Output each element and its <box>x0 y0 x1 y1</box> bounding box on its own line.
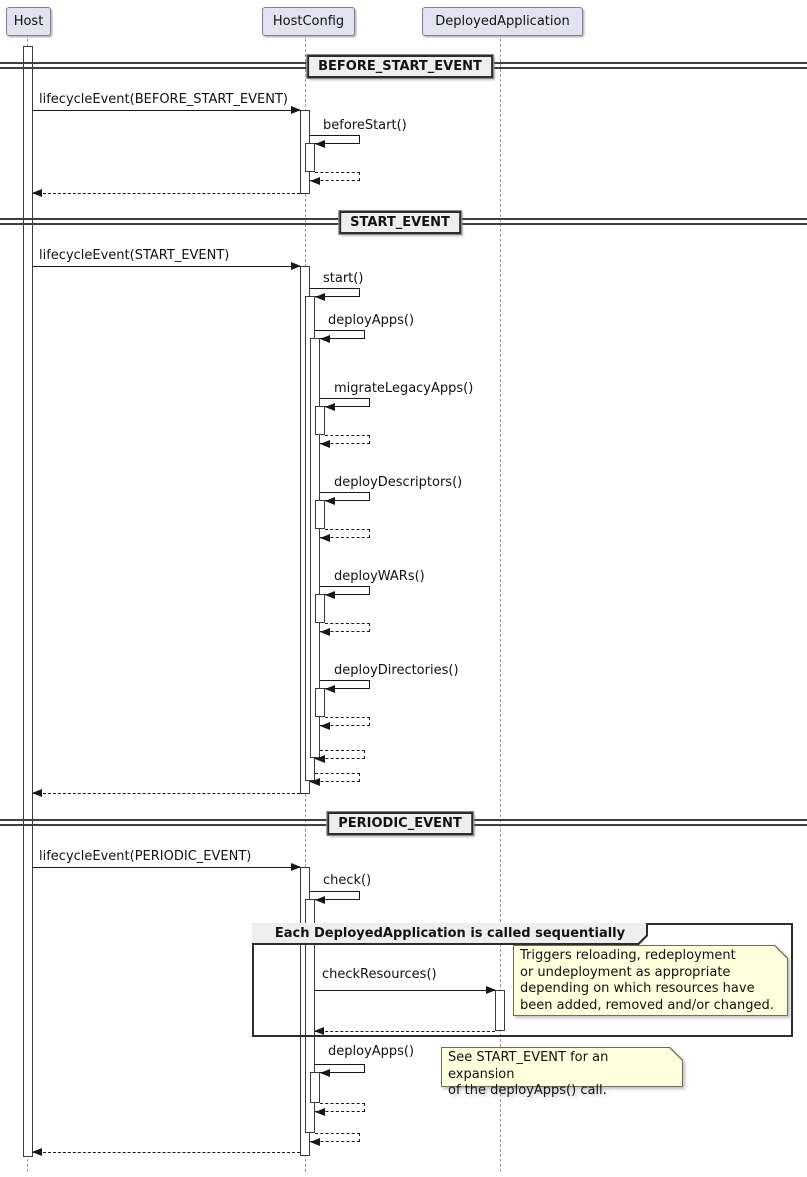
self-message-deploy-apps <box>315 330 365 343</box>
self-message-start <box>310 288 360 301</box>
self-return-migrate-legacy-apps <box>320 435 370 448</box>
arrowhead-left <box>315 140 325 148</box>
note-fold-icon <box>774 945 788 959</box>
participant-hostconfig-label: HostConfig <box>272 14 345 29</box>
message-label-deploy-directories: deployDirectories() <box>334 663 459 678</box>
activation-bar-hostconfig-2c <box>305 899 315 1133</box>
arrowhead-right <box>291 106 301 114</box>
frame-title-pentagon: Each DeployedApplication is called seque… <box>252 923 648 945</box>
return-lifecycle-periodic <box>32 1148 300 1156</box>
arrowhead-left <box>320 534 330 542</box>
return-check-resources <box>314 1027 495 1035</box>
message-check-resources <box>315 986 496 994</box>
divider-periodic-event-label: PERIODIC_EVENT <box>338 816 462 831</box>
activation-bar-host <box>23 46 33 1157</box>
lifeline-deployedapplication <box>500 34 501 1172</box>
self-message-deploy-directories <box>320 680 370 693</box>
self-return-deploy-apps-periodic <box>315 1103 365 1116</box>
divider-periodic-event: PERIODIC_EVENT <box>326 811 474 836</box>
arrowhead-left <box>32 1148 42 1156</box>
note-check-resources: Triggers reloading, redeployment or unde… <box>513 945 788 1016</box>
arrowhead-left <box>315 293 325 301</box>
arrowhead-left <box>320 440 330 448</box>
self-return-deploy-directories <box>320 717 370 730</box>
activation-bar-hostconfig-4b <box>315 500 325 529</box>
self-return-check <box>310 1133 360 1146</box>
self-return-deploy-descriptors <box>320 529 370 542</box>
message-lifecycle-before-start <box>33 106 301 114</box>
arrowhead-left <box>320 1069 330 1077</box>
activation-bar-hostconfig-4c <box>315 594 325 623</box>
activation-bar-hostconfig-3c <box>310 1072 320 1103</box>
arrowhead-left <box>315 896 325 904</box>
participant-hostconfig: HostConfig <box>262 7 355 36</box>
message-label-deploy-apps-periodic: deployApps() <box>328 1044 415 1059</box>
activation-bar-hostconfig-2a <box>305 143 315 172</box>
arrowhead-left <box>325 403 335 411</box>
self-message-deploy-apps-periodic <box>315 1064 365 1077</box>
frame-title: Each DeployedApplication is called seque… <box>274 925 626 941</box>
message-label-lifecycle-start: lifecycleEvent(START_EVENT) <box>39 248 230 263</box>
frame-each-deployedapplication: Each DeployedApplication is called seque… <box>252 923 793 1037</box>
message-lifecycle-start <box>33 262 301 270</box>
message-label-lifecycle-before-start: lifecycleEvent(BEFORE_START_EVENT) <box>39 92 288 107</box>
message-label-deploy-apps: deployApps() <box>328 313 415 328</box>
message-label-before-start: beforeStart() <box>323 118 407 133</box>
divider-before-start-event-label: BEFORE_START_EVENT <box>318 59 482 74</box>
arrowhead-left <box>32 189 42 197</box>
note-deploy-apps-text: See START_EVENT for an expansion of the … <box>448 1050 609 1098</box>
message-label-start: start() <box>323 271 364 286</box>
message-label-deploy-wars: deployWARs() <box>334 569 425 584</box>
message-label-check: check() <box>323 873 372 888</box>
arrowhead-left <box>320 722 330 730</box>
arrowhead-right <box>486 986 496 994</box>
arrowhead-left <box>325 497 335 505</box>
self-return-start <box>310 773 360 786</box>
arrowhead-left <box>315 1108 325 1116</box>
self-return-deploy-apps <box>315 750 365 763</box>
self-message-deploy-descriptors <box>320 492 370 505</box>
arrowhead-left <box>314 1027 324 1035</box>
self-message-deploy-wars <box>320 586 370 599</box>
arrowhead-left <box>325 685 335 693</box>
message-label-deploy-descriptors: deployDescriptors() <box>334 475 463 490</box>
self-message-before-start <box>310 135 360 148</box>
arrowhead-left <box>325 591 335 599</box>
return-lifecycle-before-start <box>32 189 300 197</box>
arrowhead-right <box>291 863 301 871</box>
participant-host-label: Host <box>13 14 44 29</box>
divider-start-event-label: START_EVENT <box>350 215 450 230</box>
message-label-migrate-legacy-apps: migrateLegacyApps() <box>334 381 474 396</box>
arrowhead-left <box>315 755 325 763</box>
participant-host: Host <box>6 7 51 36</box>
arrowhead-left <box>310 177 320 185</box>
self-return-before-start <box>310 172 360 185</box>
activation-bar-hostconfig-4d <box>315 688 325 717</box>
arrowhead-left <box>320 628 330 636</box>
self-message-check <box>310 891 360 904</box>
participant-deployedapplication: DeployedApplication <box>422 7 583 36</box>
self-message-migrate-legacy-apps <box>320 398 370 411</box>
divider-before-start-event: BEFORE_START_EVENT <box>306 54 494 79</box>
divider-start-event: START_EVENT <box>338 210 462 235</box>
activation-bar-deployedapplication <box>495 990 505 1031</box>
return-lifecycle-start <box>32 789 300 797</box>
note-check-resources-text: Triggers reloading, redeployment or unde… <box>520 948 774 1013</box>
arrowhead-right <box>291 262 301 270</box>
self-return-deploy-wars <box>320 623 370 636</box>
message-label-lifecycle-periodic: lifecycleEvent(PERIODIC_EVENT) <box>39 849 252 864</box>
arrowhead-left <box>310 1138 320 1146</box>
arrowhead-left <box>310 778 320 786</box>
note-fold-icon <box>669 1047 683 1061</box>
note-deploy-apps: See START_EVENT for an expansion of the … <box>441 1047 683 1098</box>
arrowhead-left <box>32 789 42 797</box>
arrowhead-left <box>320 335 330 343</box>
message-label-check-resources: checkResources() <box>322 967 437 982</box>
activation-bar-hostconfig-4a <box>315 406 325 435</box>
participant-deployedapplication-label: DeployedApplication <box>435 14 570 29</box>
message-lifecycle-periodic <box>33 863 301 871</box>
